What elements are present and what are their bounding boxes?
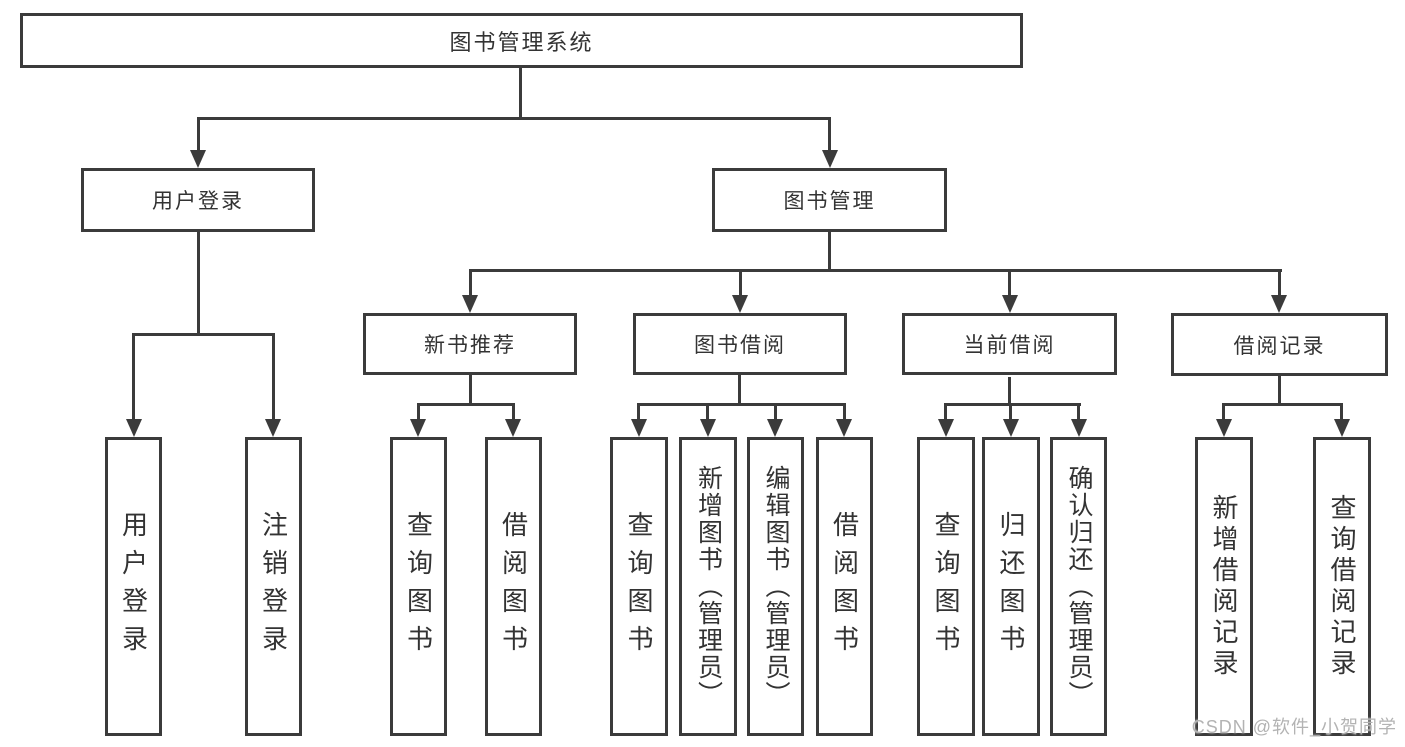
- arrow-down-icon: [1216, 419, 1232, 437]
- node-rec-query-book-label: 查询图书: [403, 510, 434, 663]
- arrow-down-icon: [410, 419, 426, 437]
- connector-cb-stub: [1008, 377, 1011, 405]
- node-current-borrow-label: 当前借阅: [963, 334, 1056, 357]
- arrow-down-icon: [836, 419, 852, 437]
- connector-new-book-rec-stem: [469, 269, 472, 297]
- connector-bb-stem: [843, 403, 846, 421]
- node-new-book-rec: 新书推荐: [363, 313, 577, 375]
- connector-borrow-records-stem: [1278, 269, 1281, 297]
- node-new-book-rec-label: 新书推荐: [424, 334, 516, 357]
- arrow-down-icon: [732, 295, 748, 313]
- connector-br-stub: [1278, 376, 1281, 405]
- node-cb-return-book-label: 归还图书: [996, 510, 1026, 663]
- csdn-watermark: CSDN @软件_小贺同学: [1191, 717, 1397, 737]
- node-br-add-record: 新增借阅记录: [1195, 437, 1253, 736]
- node-br-add-record-label: 新增借阅记录: [1209, 493, 1239, 680]
- node-book-borrow: 图书借阅: [633, 313, 847, 375]
- connector-rec-stub: [469, 374, 472, 405]
- arrow-down-icon: [767, 419, 783, 437]
- arrow-down-icon: [700, 419, 716, 437]
- node-bb-edit-book: 编辑图书（管理员）: [747, 437, 804, 736]
- node-leaf-user-login-label: 用户登录: [118, 510, 149, 663]
- connector-bb-stub: [738, 375, 741, 405]
- node-borrow-records-label: 借阅记录: [1233, 334, 1326, 358]
- node-borrow-records: 借阅记录: [1171, 313, 1388, 376]
- node-leaf-user-login: 用户登录: [105, 437, 162, 736]
- node-current-borrow: 当前借阅: [902, 313, 1117, 375]
- arrow-down-icon: [1003, 419, 1019, 437]
- connector-ul-left-stem: [132, 333, 135, 421]
- node-book-borrow-label: 图书借阅: [694, 334, 786, 357]
- connector-user-login-hline: [132, 333, 275, 336]
- connector-br-hline: [1222, 403, 1342, 406]
- node-rec-borrow-book: 借阅图书: [485, 437, 542, 736]
- arrow-down-icon: [938, 419, 954, 437]
- connector-cb-hline: [944, 403, 1081, 406]
- node-book-mgmt-label: 图书管理: [783, 190, 876, 213]
- connector-cb-stem: [1009, 403, 1012, 421]
- node-bb-query-book-label: 查询图书: [624, 510, 654, 663]
- connector-level2-hline: [469, 269, 1282, 272]
- arrow-down-icon: [462, 295, 478, 313]
- connector-rec-hline: [417, 403, 515, 406]
- arrow-down-icon: [126, 419, 142, 437]
- node-bb-add-book-label: 新增图书（管理员）: [694, 465, 723, 708]
- node-root: 图书管理系统: [20, 13, 1023, 68]
- node-leaf-logout-label: 注销登录: [258, 510, 289, 663]
- connector-current-borrow-stem: [1008, 269, 1011, 297]
- node-cb-confirm-return-label: 确认归还（管理员）: [1065, 465, 1093, 708]
- node-book-mgmt: 图书管理: [712, 168, 947, 232]
- arrow-down-icon: [631, 419, 647, 437]
- arrow-down-icon: [1334, 419, 1350, 437]
- arrow-down-icon: [822, 150, 838, 168]
- connector-user-login-stem: [197, 117, 200, 152]
- connector-rec-stem: [512, 403, 515, 421]
- connector-bb-stem: [706, 403, 709, 421]
- connector-ul-right-stem: [272, 333, 275, 421]
- node-leaf-logout: 注销登录: [245, 437, 302, 736]
- node-bb-query-book: 查询图书: [610, 437, 668, 736]
- node-bb-borrow-book-label: 借阅图书: [829, 510, 860, 663]
- connector-root-stub: [519, 66, 522, 119]
- node-cb-query-book: 查询图书: [917, 437, 975, 736]
- arrow-down-icon: [190, 150, 206, 168]
- connector-cb-stem: [1077, 403, 1080, 421]
- connector-br-stem: [1222, 403, 1225, 421]
- connector-book-mgmt-stub: [828, 232, 831, 271]
- node-cb-query-book-label: 查询图书: [931, 510, 961, 663]
- arrow-down-icon: [1071, 419, 1087, 437]
- node-br-query-record: 查询借阅记录: [1313, 437, 1371, 736]
- node-cb-confirm-return: 确认归还（管理员）: [1050, 437, 1107, 736]
- arrow-down-icon: [505, 419, 521, 437]
- connector-cb-stem: [944, 403, 947, 421]
- node-cb-return-book: 归还图书: [982, 437, 1040, 736]
- arrow-down-icon: [265, 419, 281, 437]
- node-bb-edit-book-label: 编辑图书（管理员）: [762, 465, 790, 708]
- connector-bb-stem: [774, 403, 777, 421]
- connector-book-mgmt-stem: [828, 117, 831, 152]
- connector-rec-stem: [417, 403, 420, 421]
- node-user-login-label: 用户登录: [152, 190, 244, 213]
- connector-book-borrow-stem: [739, 269, 742, 297]
- connector-user-login-stub: [197, 232, 200, 335]
- node-user-login: 用户登录: [81, 168, 315, 232]
- node-rec-borrow-book-label: 借阅图书: [498, 510, 529, 663]
- node-rec-query-book: 查询图书: [390, 437, 447, 736]
- connector-bb-stem: [637, 403, 640, 421]
- node-bb-borrow-book: 借阅图书: [816, 437, 873, 736]
- node-bb-add-book: 新增图书（管理员）: [679, 437, 737, 736]
- connector-level1-hline: [197, 117, 831, 120]
- arrow-down-icon: [1002, 295, 1018, 313]
- node-root-label: 图书管理系统: [449, 29, 594, 55]
- arrow-down-icon: [1271, 295, 1287, 313]
- node-br-query-record-label: 查询借阅记录: [1327, 493, 1357, 680]
- connector-br-stem: [1340, 403, 1343, 421]
- connector-bb-hline: [637, 403, 845, 406]
